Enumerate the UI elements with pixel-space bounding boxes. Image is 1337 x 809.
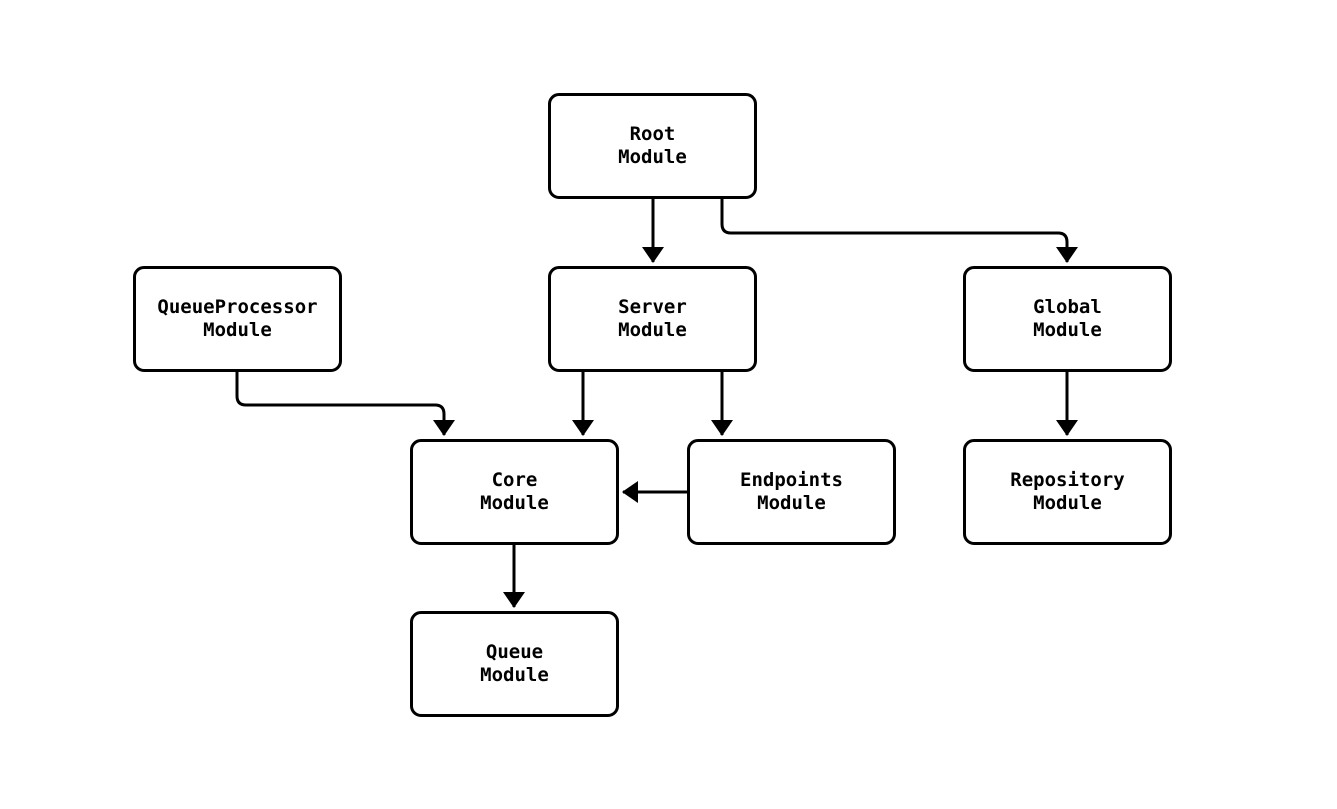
node-queue: Queue Module bbox=[410, 611, 619, 717]
node-queueprocessor: QueueProcessor Module bbox=[133, 266, 342, 372]
node-endpoints-label: Endpoints Module bbox=[740, 469, 843, 514]
node-root-label: Root Module bbox=[618, 123, 687, 168]
node-queueprocessor-label: QueueProcessor Module bbox=[157, 296, 318, 341]
node-endpoints: Endpoints Module bbox=[687, 439, 896, 545]
node-root: Root Module bbox=[548, 93, 757, 199]
edge-root-to-global bbox=[720, 199, 1078, 263]
node-global: Global Module bbox=[963, 266, 1172, 372]
node-server-label: Server Module bbox=[618, 296, 687, 341]
node-core: Core Module bbox=[410, 439, 619, 545]
edge-queueprocessor-to-core bbox=[235, 372, 455, 436]
node-queue-label: Queue Module bbox=[480, 641, 549, 686]
node-repository-label: Repository Module bbox=[1010, 469, 1125, 514]
node-repository: Repository Module bbox=[963, 439, 1172, 545]
node-server: Server Module bbox=[548, 266, 757, 372]
node-global-label: Global Module bbox=[1033, 296, 1102, 341]
node-core-label: Core Module bbox=[480, 469, 549, 514]
